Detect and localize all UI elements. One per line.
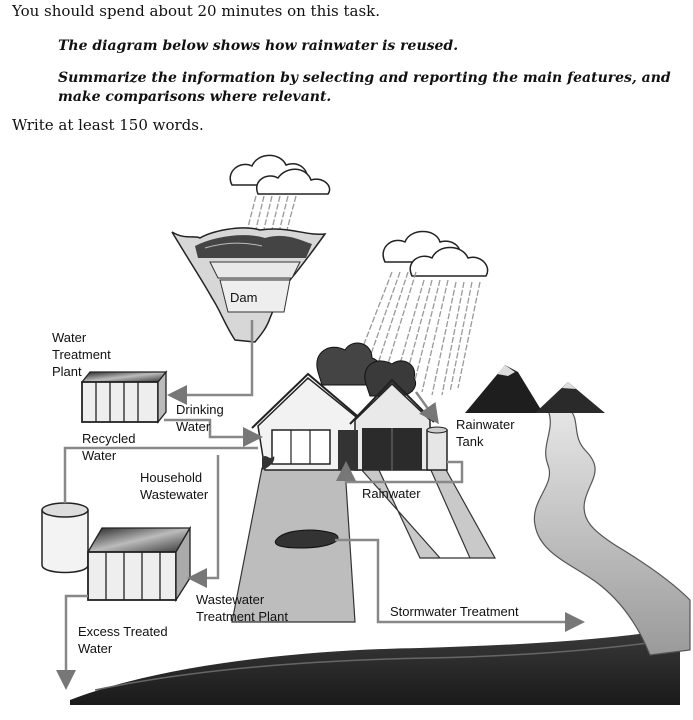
landscape	[70, 628, 680, 705]
label-excess-treated-water: Excess Treated Water	[78, 624, 171, 656]
label-household-wastewater: Household Wastewater	[140, 470, 209, 502]
flow-lines	[56, 320, 585, 690]
river	[533, 409, 691, 656]
time-instruction: You should spend about 20 minutes on thi…	[12, 2, 381, 20]
wastewater-treatment-plant-icon	[86, 525, 192, 603]
label-recycled-water: Recycled Water	[82, 431, 139, 463]
rainwater-tank-icon	[426, 426, 448, 471]
word-count-instruction: Write at least 150 words.	[12, 116, 204, 134]
diagram-labels: Water Treatment Plant Drinking Water Rec…	[52, 330, 519, 656]
water-treatment-plant-icon	[80, 370, 168, 424]
task-instruction-line-2: make comparisons where relevant.	[58, 89, 332, 105]
label-water-treatment-plant: Water Treatment Plant	[52, 330, 114, 379]
recycled-water-tank-icon	[41, 502, 89, 574]
task-description: The diagram below shows how rainwater is…	[58, 38, 459, 54]
dam-icon: Dam	[171, 227, 327, 343]
clouds-dam-icon	[229, 154, 331, 195]
storm-drain-icon	[274, 529, 339, 549]
mountains	[465, 365, 605, 413]
dam-label: Dam	[230, 290, 257, 305]
task-instruction-line-1: Summarize the information by selecting a…	[58, 70, 671, 86]
label-rainwater-tank: Rainwater Tank	[456, 417, 518, 449]
label-rainwater: Rainwater	[362, 486, 421, 501]
house-icon	[251, 372, 435, 471]
trees	[316, 342, 416, 397]
task-prompt: You should spend about 20 minutes on thi…	[0, 0, 693, 140]
label-drinking-water: Drinking Water	[176, 402, 227, 434]
label-stormwater-treatment: Stormwater Treatment	[390, 604, 519, 619]
clouds-house-icon	[382, 230, 489, 277]
label-wastewater-treatment-plant: Wastewater Treatment Plant	[196, 592, 288, 624]
